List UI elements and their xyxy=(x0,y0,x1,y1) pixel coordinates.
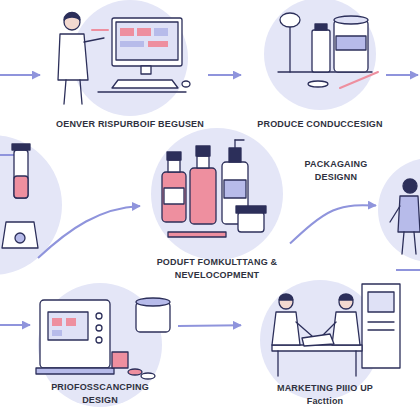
step-node: PRODUCE CONDUCCESIGN xyxy=(245,0,395,135)
illustration-shape xyxy=(64,13,80,21)
illustration-shape xyxy=(12,144,30,150)
flow-arrow xyxy=(178,324,241,327)
step-label: PRIOFOSSCANCPING DESIGN xyxy=(45,381,155,406)
illustration-shape xyxy=(2,222,38,248)
step-label: MARKETING PIIIO UP Facttion xyxy=(275,382,375,407)
step-circle xyxy=(151,128,283,260)
step-node: MARKETING PIIIO UP Facttion xyxy=(245,282,405,417)
step-label: PRODUCE CONDUCCESIGN xyxy=(245,118,395,131)
illustration-shape xyxy=(386,74,418,76)
illustration-shape xyxy=(368,292,394,312)
flask-illustration xyxy=(2,144,38,248)
step-circle xyxy=(264,0,376,110)
illustration-shape xyxy=(0,135,62,275)
flow-stub-arrows xyxy=(0,75,420,325)
step-circle xyxy=(38,283,162,407)
illustration-shape xyxy=(0,324,30,326)
illustration-shape xyxy=(0,154,24,156)
illustration-shape xyxy=(182,81,190,87)
illustration-shape xyxy=(14,150,28,198)
flow-arrow xyxy=(290,205,376,243)
step-circle xyxy=(260,280,380,400)
step-circle xyxy=(72,0,188,116)
step-node: PACKAGAING DESIGNN xyxy=(380,158,420,266)
step-node: OENVER RISPURBOIF BEGUSEN xyxy=(55,0,205,135)
illustration-shape xyxy=(14,176,28,198)
illustration-shape xyxy=(15,233,25,243)
side-circle xyxy=(0,135,62,275)
illustration-shape xyxy=(38,206,140,258)
illustration-shape xyxy=(396,269,420,271)
illustration-shape xyxy=(64,80,66,104)
illustration-shape xyxy=(0,74,40,76)
step-circle xyxy=(378,158,420,262)
step-node: PODUFT FOMKULTTANG & NEVELOCOPMENT xyxy=(147,128,287,280)
step-node: PRIOFOSSCANCPING DESIGN xyxy=(25,285,175,417)
step-circle xyxy=(55,0,205,135)
step-circle xyxy=(245,0,395,135)
flow-arrow xyxy=(208,74,241,76)
illustration-shape xyxy=(64,14,80,30)
step-circle xyxy=(380,158,420,266)
step-label: PACKAGAING DESIGNN xyxy=(296,158,376,183)
step-label: OENVER RISPURBOIF BEGUSEN xyxy=(45,118,215,131)
step-label: PODUFT FOMKULTTANG & NEVELOCOPMENT xyxy=(152,256,282,281)
